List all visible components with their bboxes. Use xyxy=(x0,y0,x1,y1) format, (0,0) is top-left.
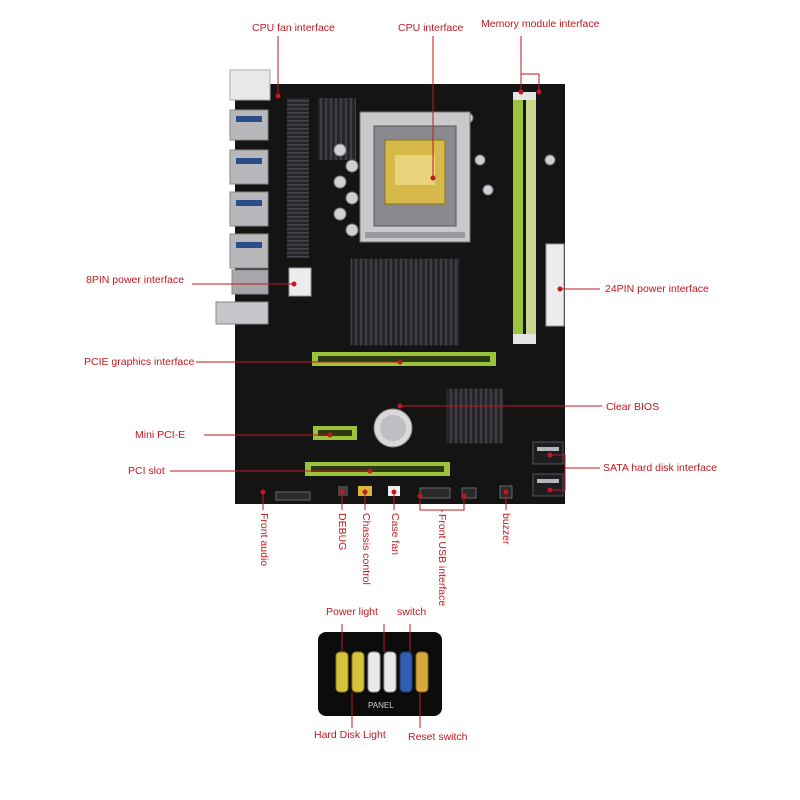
label-debug: DEBUG xyxy=(336,513,348,551)
label-power-light: Power light xyxy=(326,606,378,618)
label-front-audio: Front audio xyxy=(258,513,270,567)
label-case-fan: Case fan xyxy=(389,513,401,556)
label-hard-disk-light: Hard Disk Light xyxy=(314,729,386,741)
label-pcie-graphics-interface: PCIE graphics interface xyxy=(84,356,195,368)
label-switch: switch xyxy=(397,606,427,618)
label-cpu-fan-interface: CPU fan interface xyxy=(252,22,335,34)
front-panel-photo xyxy=(318,624,442,728)
label-reset-switch: Reset switch xyxy=(408,731,468,743)
vrm-heatsink-left xyxy=(287,98,309,258)
leader-lines xyxy=(170,36,602,512)
label-24pin-power-interface: 24PIN power interface xyxy=(605,283,709,295)
mini-pcie-slot xyxy=(313,426,357,440)
sata-ports xyxy=(532,441,564,497)
label-clear-bios: Clear BIOS xyxy=(606,401,660,413)
label-front-usb-interface: Front USB interface xyxy=(436,514,448,607)
atx-24pin-connector xyxy=(545,243,565,327)
southbridge-heatsink xyxy=(445,387,505,445)
label-memory-module-interface: Memory module interface xyxy=(481,18,600,30)
io-top-bracket xyxy=(229,69,271,101)
label-chassis-control: Chassis control xyxy=(360,513,372,585)
label-sata-hard-disk-interface: SATA hard disk interface xyxy=(603,462,717,474)
leader-dots xyxy=(260,89,563,499)
label-mini-pcie: Mini PCI-E xyxy=(135,429,186,441)
chipset-heatsink xyxy=(349,257,461,347)
memory-slots xyxy=(513,92,536,344)
cmos-battery xyxy=(373,408,413,448)
pcie-x16-slot xyxy=(312,352,496,366)
cpu-8pin-connector xyxy=(288,267,312,297)
rear-io-ports xyxy=(215,109,269,325)
label-pci-slot: PCI slot xyxy=(128,465,165,477)
pci-slot xyxy=(305,462,450,476)
label-cpu-interface: CPU interface xyxy=(398,22,464,34)
label-buzzer: buzzer xyxy=(500,513,512,545)
cpu-socket xyxy=(359,111,471,243)
label-8pin-power-interface: 8PIN power interface xyxy=(86,274,185,286)
silk-panel-text: PANEL xyxy=(368,701,394,710)
